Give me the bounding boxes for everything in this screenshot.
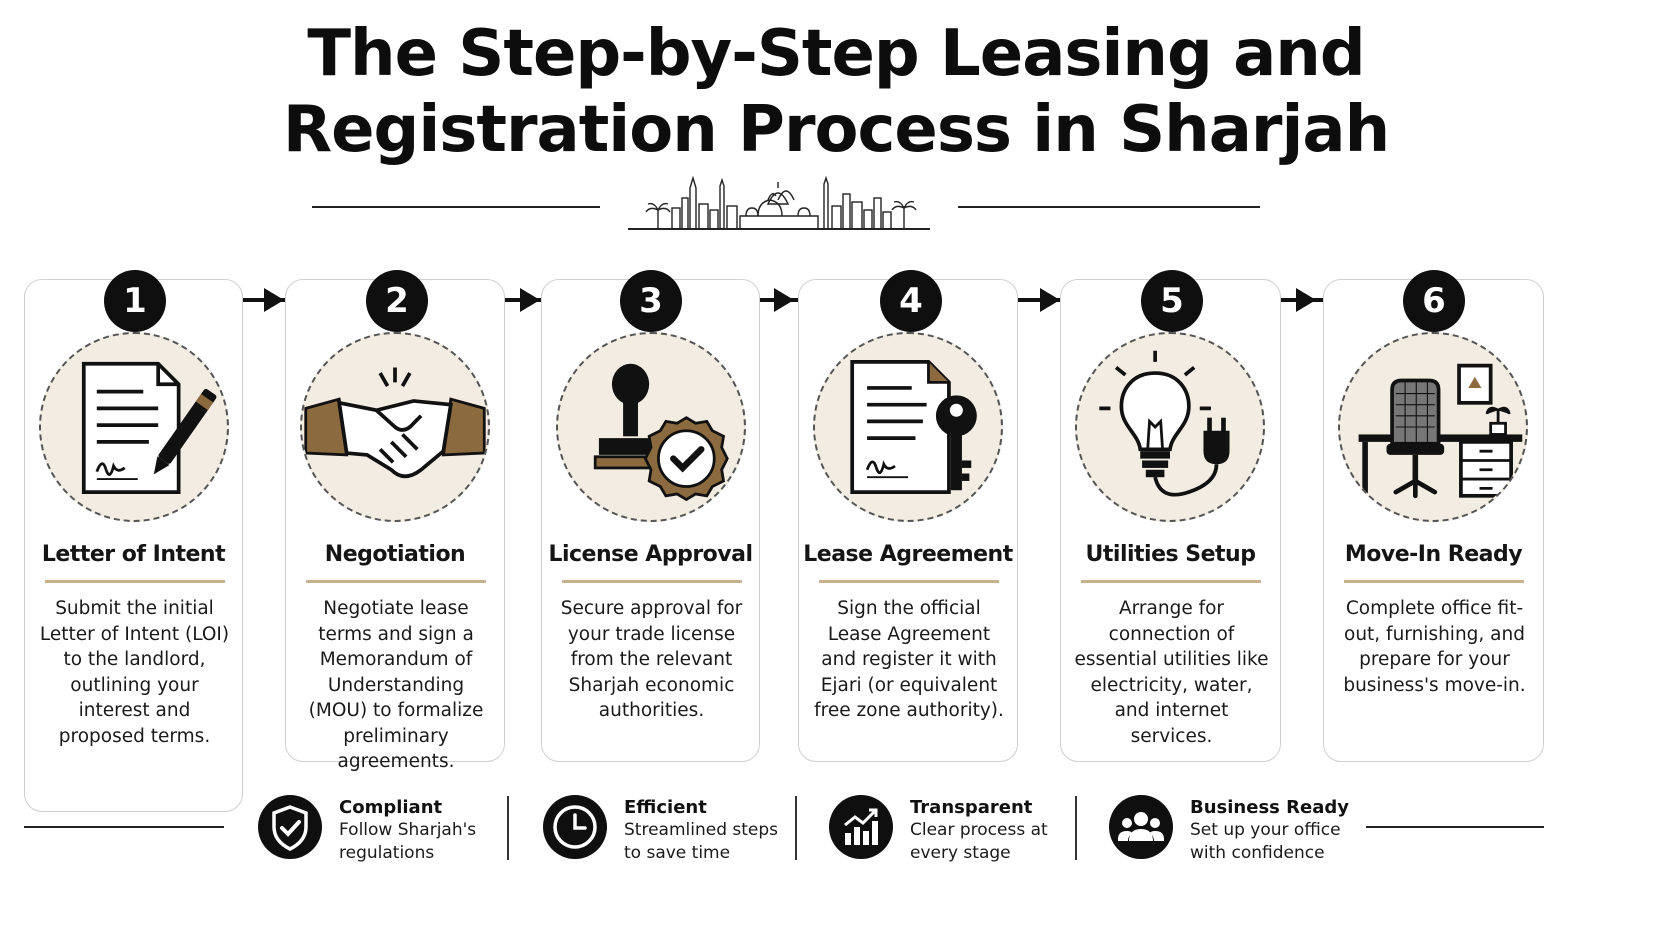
document-pen-icon [39, 332, 229, 522]
step-1-rule [45, 580, 225, 583]
step-2-description: Negotiate lease terms and sign a Memoran… [308, 598, 484, 772]
feature-compliant: Compliant Follow Sharjah's regulations [258, 795, 498, 865]
skyline-divider [0, 176, 1672, 246]
step-6-number: 6 [1403, 270, 1465, 332]
step-3-rule [562, 580, 742, 583]
step-5-number: 5 [1141, 270, 1203, 332]
feature-transparent-description: Clear process at every stage [910, 820, 1048, 863]
handshake-icon [300, 332, 490, 522]
arrow-2-3-icon [520, 288, 540, 312]
feature-efficient-description: Streamlined steps to save time [624, 820, 779, 863]
arrow-5-6-icon [1296, 288, 1316, 312]
team-icon [1109, 795, 1173, 859]
feature-compliant-description: Follow Sharjah's regulations [339, 820, 477, 863]
step-card-license-approval: License Approval Secure approval for you… [541, 279, 760, 762]
step-2-title: Negotiation [324, 542, 466, 567]
step-4-title: Lease Agreement [803, 542, 1013, 567]
step-6-rule [1344, 580, 1524, 583]
arrow-1-2-icon [264, 288, 284, 312]
office-desk-icon [1338, 332, 1528, 522]
shield-check-icon [258, 795, 322, 859]
lightbulb-plug-icon [1075, 332, 1265, 522]
footer-rule-left [24, 826, 224, 828]
step-3-description: Secure approval for your trade license f… [560, 598, 743, 721]
sharjah-skyline-icon [628, 176, 930, 230]
feature-separator-3 [1075, 796, 1077, 860]
feature-business-ready: Business Ready Set up your office with c… [1109, 795, 1349, 865]
step-card-negotiation: Negotiation Negotiate lease terms and si… [285, 279, 505, 772]
step-4-rule [819, 580, 999, 583]
step-2-rule [306, 580, 486, 583]
arrow-4-5-icon [1040, 288, 1060, 312]
step-4-number: 4 [880, 270, 942, 332]
page-title: The Step-by-Step Leasing and Registratio… [0, 16, 1672, 168]
title-rule-left [312, 206, 600, 208]
clock-icon [543, 795, 607, 859]
title-rule-right [958, 206, 1260, 208]
step-1-title: Letter of Intent [41, 542, 226, 567]
feature-efficient-title: Efficient [624, 797, 707, 818]
feature-business-ready-description: Set up your office with confidence [1190, 820, 1341, 863]
step-card-lease-agreement: Lease Agreement Sign the official Lease … [798, 279, 1018, 762]
feature-efficient: Efficient Streamlined steps to save time [543, 795, 783, 865]
title-line-1: The Step-by-Step Leasing and [307, 17, 1365, 91]
step-2-number: 2 [366, 270, 428, 332]
step-card-utilities-setup: Utilities Setup Arrange for connection o… [1060, 279, 1281, 762]
feature-transparent-title: Transparent [910, 797, 1033, 818]
step-card-letter-of-intent: Letter of Intent Submit the initial Lett… [24, 279, 243, 812]
stamp-approval-icon [556, 332, 746, 522]
step-5-title: Utilities Setup [1085, 542, 1256, 567]
arrow-3-4-icon [774, 288, 794, 312]
step-4-description: Sign the official Lease Agreement and re… [814, 598, 1004, 721]
step-3-title: License Approval [548, 542, 753, 567]
step-5-description: Arrange for connection of essential util… [1074, 598, 1269, 747]
feature-separator-1 [507, 796, 509, 860]
step-3-number: 3 [620, 270, 682, 332]
step-6-title: Move-In Ready [1344, 542, 1523, 567]
feature-compliant-title: Compliant [339, 797, 443, 818]
growth-chart-icon [829, 795, 893, 859]
step-1-description: Submit the initial Letter of Intent (LOI… [39, 598, 230, 747]
step-1-number: 1 [104, 270, 166, 332]
step-card-move-in-ready: Move-In Ready Complete office fit-out, f… [1323, 279, 1544, 762]
step-5-rule [1081, 580, 1261, 583]
title-line-2: Registration Process in Sharjah [282, 93, 1390, 167]
footer-rule-right [1366, 826, 1544, 828]
step-6-description: Complete office fit-out, furnishing, and… [1343, 598, 1526, 696]
document-key-icon [813, 332, 1003, 522]
feature-business-ready-title: Business Ready [1190, 797, 1349, 818]
feature-transparent: Transparent Clear process at every stage [829, 795, 1069, 865]
feature-separator-2 [795, 796, 797, 860]
